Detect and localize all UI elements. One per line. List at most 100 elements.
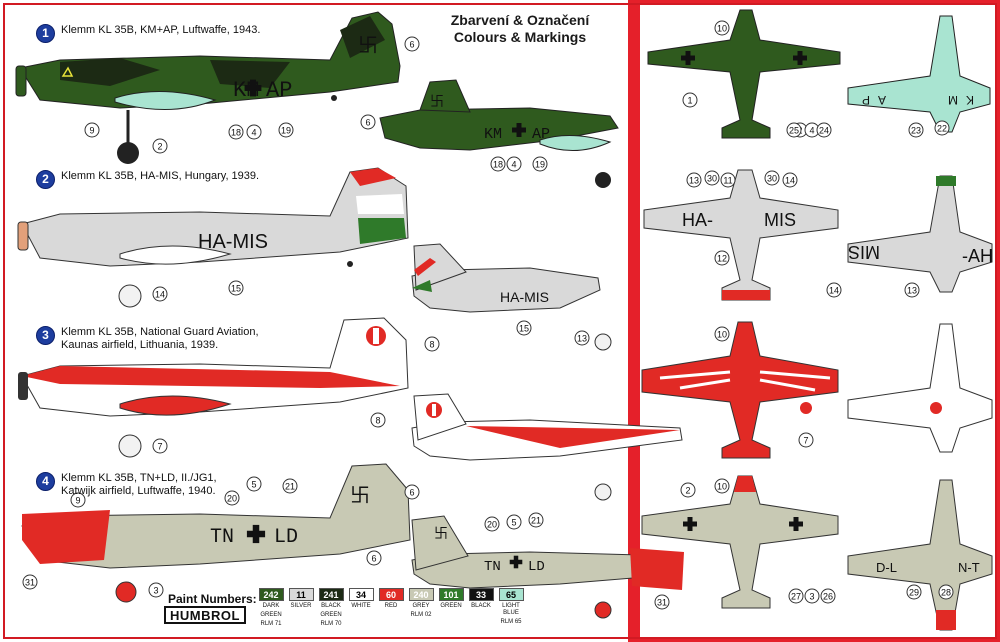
callout-number: 19 — [535, 160, 545, 170]
callout-marker: 23 — [908, 122, 924, 138]
paint-code: 241 — [318, 588, 344, 601]
scheme-3: 3 Klemm KL 35B, National Guard Aviation,… — [36, 326, 259, 352]
paint-code: 34 — [348, 588, 374, 601]
callout-number: 9 — [75, 496, 80, 506]
callout-marker: 25 — [786, 122, 802, 138]
callout-marker: 10 — [714, 326, 730, 342]
callout-number: 30 — [767, 174, 777, 184]
aircraft-3-side-view — [18, 317, 409, 458]
callout-marker: 9 — [84, 122, 100, 138]
planform-1-top — [647, 9, 841, 139]
paint-code: 33 — [468, 588, 494, 601]
callout-number: 22 — [937, 124, 947, 134]
code-mis-top: MIS — [764, 210, 796, 230]
callout-number: 21 — [531, 516, 541, 526]
code-ha-mis: HA-MIS — [198, 231, 268, 253]
scheme-1: 1 Klemm KL 35B, KM+AP, Luftwaffe, 1943. — [36, 24, 260, 43]
callout-marker: 1 — [682, 92, 698, 108]
code-ld-bottom: D-L — [876, 560, 897, 575]
paint-name: RLM 02 — [410, 612, 432, 618]
callout-number: 10 — [717, 482, 727, 492]
callout-number: 4 — [809, 126, 814, 136]
callout-marker: 10 — [714, 478, 730, 494]
paint-name: WHITE — [351, 603, 371, 609]
callout-number: 31 — [657, 598, 667, 608]
callout-number: 2 — [157, 142, 162, 152]
callout-number: 4 — [251, 128, 256, 138]
callout-number: 19 — [281, 126, 291, 136]
callout-number: 7 — [157, 442, 162, 452]
scheme-1-badge: 1 — [36, 24, 55, 43]
scheme-2: 2 Klemm KL 35B, HA-MIS, Hungary, 1939. — [36, 170, 259, 189]
callout-number: 10 — [717, 330, 727, 340]
callout-marker: 14 — [782, 172, 798, 188]
callout-marker: 4 — [246, 124, 262, 140]
paint-name: GREEN — [320, 612, 342, 618]
callout-number: 8 — [375, 416, 380, 426]
callout-marker: 13 — [574, 330, 590, 346]
paint-name: BLACK — [471, 603, 491, 609]
scheme-2-line1: Klemm KL 35B, HA-MIS, Hungary, 1939. — [61, 170, 260, 182]
callout-number: 31 — [25, 578, 35, 588]
paint-name: RLM 71 — [260, 621, 282, 627]
scheme-3-line2: Kaunas airfield, Lithuania, 1939. — [61, 339, 219, 351]
callout-number: 15 — [231, 284, 241, 294]
callout-marker: 27 — [788, 588, 804, 604]
paint-numbers-label: Paint Numbers: — [168, 592, 257, 606]
callout-number: 1 — [687, 96, 692, 106]
code-ap: AP — [266, 78, 292, 103]
code-ha-top: HA- — [682, 210, 713, 230]
callout-marker: 4 — [506, 156, 522, 172]
callout-number: 25 — [789, 126, 799, 136]
callout-marker: 14 — [826, 282, 842, 298]
callout-marker: 2 — [152, 138, 168, 154]
callout-marker: 2 — [680, 482, 696, 498]
callout-number: 14 — [785, 176, 795, 186]
callout-marker: 14 — [152, 286, 168, 302]
callout-marker: 11 — [720, 172, 736, 188]
callout-number: 11 — [723, 176, 732, 186]
callout-marker: 26 — [820, 588, 836, 604]
paint-name: BLACK — [321, 603, 341, 609]
callout-marker: 18 — [490, 156, 506, 172]
code-ld: LD — [274, 526, 298, 549]
callout-marker: 3 — [804, 588, 820, 604]
code-tn-bottom: N-T — [958, 560, 980, 575]
paint-name: GREEN — [260, 612, 282, 618]
callout-number: 18 — [493, 160, 503, 170]
callouts: 1222334445566667788991010101112131313141… — [22, 20, 954, 610]
callout-number: 15 — [519, 324, 529, 334]
scheme-3-badge: 3 — [36, 326, 55, 345]
scheme-3-line1: Klemm KL 35B, National Guard Aviation, — [61, 326, 259, 338]
sheet-title: Zbarvení & Označení Colours & Markings — [420, 12, 620, 46]
callout-marker: 7 — [152, 438, 168, 454]
callout-marker: 20 — [484, 516, 500, 532]
svg-text:卐: 卐 — [350, 483, 370, 507]
callout-marker: 29 — [906, 584, 922, 600]
callout-marker: 8 — [370, 412, 386, 428]
planform-4-bottom: D-L N-T — [847, 479, 993, 631]
aircraft-4-small-view: TN LD 卐 — [411, 515, 684, 619]
aircraft-2-side-view: HA-MIS — [17, 167, 409, 308]
callout-number: 5 — [511, 518, 516, 528]
code-a-rev: A — [878, 93, 886, 107]
paint-code: 65 — [498, 588, 524, 601]
callout-marker: 21 — [282, 478, 298, 494]
callout-number: 6 — [371, 554, 376, 564]
paint-code: 240 — [408, 588, 434, 601]
paint-name: RLM 65 — [500, 619, 522, 625]
callout-marker: 30 — [764, 170, 780, 186]
callout-number: 10 — [717, 24, 727, 34]
planform-2-top: HA- MIS — [643, 169, 839, 301]
callout-number: 13 — [577, 334, 587, 344]
callout-number: 3 — [809, 592, 814, 602]
callout-marker: 13 — [904, 282, 920, 298]
callout-marker: 6 — [404, 36, 420, 52]
paint-name: RLM 70 — [320, 621, 342, 627]
callout-marker: 21 — [528, 512, 544, 528]
scheme-4-badge: 4 — [36, 472, 55, 491]
